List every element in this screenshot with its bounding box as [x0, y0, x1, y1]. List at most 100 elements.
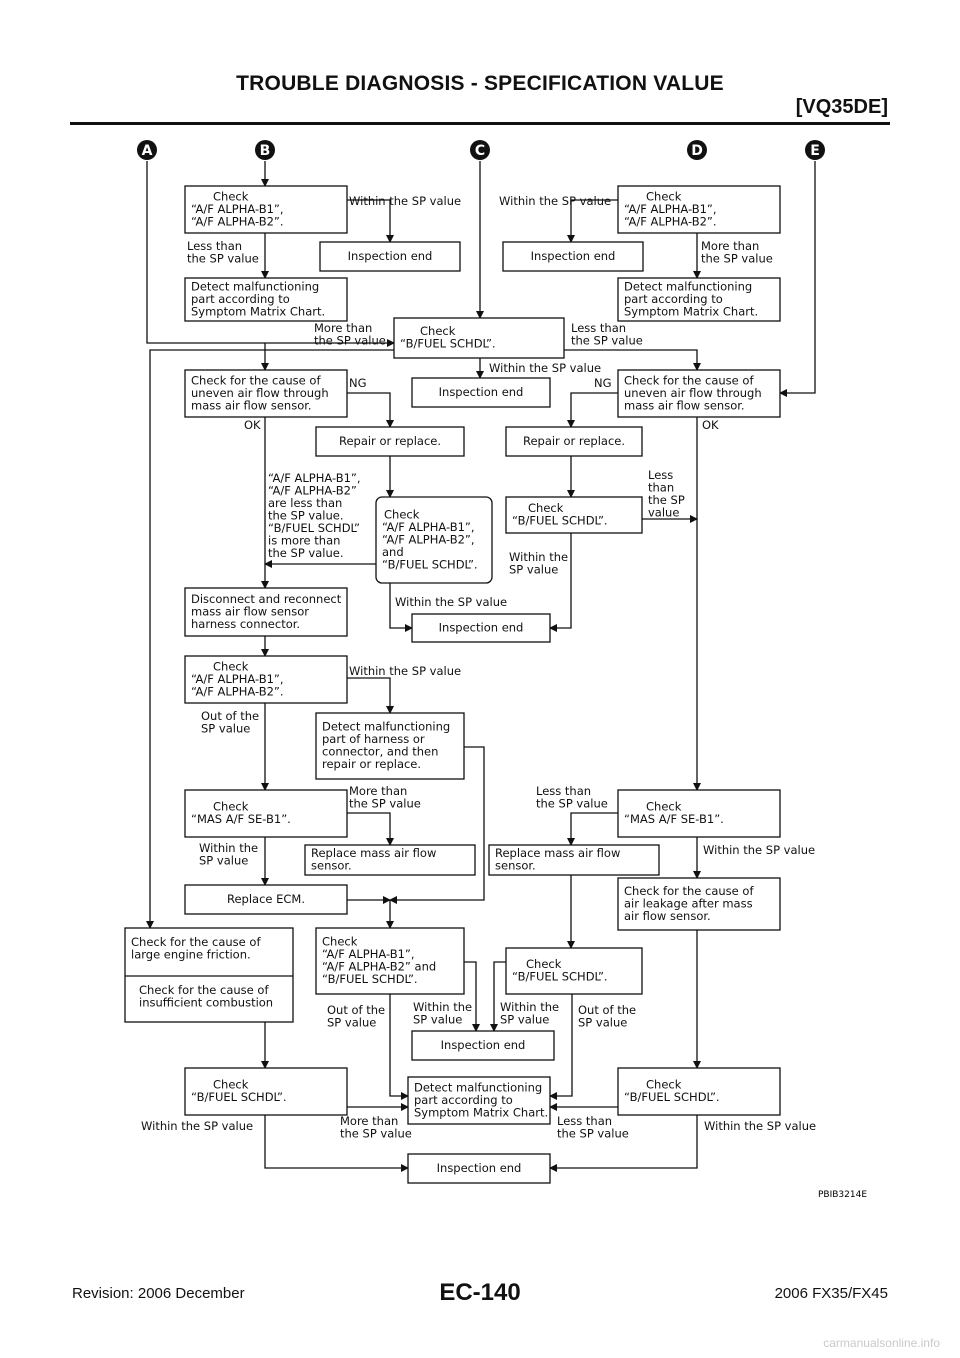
flow-connector-line [779, 161, 816, 397]
flow-connector-line [564, 349, 701, 371]
flow-box-text: Replace ECM. [227, 892, 305, 906]
flow-box-text: Check for the cause of [139, 983, 269, 997]
flow-label-text: Out of the [578, 1003, 636, 1017]
flow-box-text: part according to [414, 1093, 513, 1107]
flow-box-text: Detect malfunctioning [414, 1080, 542, 1094]
flow-connector-line [567, 812, 618, 846]
flow-box-text: uneven air flow through [624, 386, 762, 400]
flow-label-text: SP value [201, 722, 250, 736]
flow-box-text: sensor. [311, 859, 352, 873]
flow-connector-line [464, 961, 480, 1032]
flow-box-text: “MAS A/F SE-B1”. [624, 812, 724, 826]
flow-label-l9: NG [594, 376, 612, 390]
flow-box-text: Check for the cause of [624, 884, 754, 898]
flow-label-text: the SP value. [268, 509, 344, 523]
flow-label-text: than [648, 481, 674, 495]
flow-label-l10: OK [244, 418, 261, 432]
flow-box-text: Inspection end [441, 1038, 526, 1052]
flow-box-text: part according to [624, 292, 723, 306]
flow-box-text: Inspection end [439, 385, 524, 399]
flow-label-l7: Within the SP value [489, 361, 601, 375]
flow-box-text: “MAS A/F SE-B1”. [191, 812, 291, 826]
flow-label-text: Out of the [327, 1003, 385, 1017]
flow-label-text: Within the [413, 1000, 472, 1014]
flow-label-text: Within the [199, 841, 258, 855]
flow-box-text: Check [526, 957, 562, 971]
flow-label-text: Within the SP value [489, 361, 601, 375]
engine-code: [VQ35DE] [795, 96, 888, 118]
flow-box-text: Detect malfunctioning [191, 279, 319, 293]
watermark: carmanualsonline.info [823, 1336, 940, 1350]
flow-label-text: “B/FUEL SCHDL” [268, 521, 360, 535]
flow-label-text: More than [349, 784, 407, 798]
flow-box-b2: Inspection end [319, 241, 461, 272]
flow-box-text: Symptom Matrix Chart. [414, 1105, 548, 1119]
flow-connector-line [549, 533, 572, 632]
flow-box-text: “A/F ALPHA-B1”, [382, 520, 475, 534]
header-rule [70, 122, 890, 125]
flow-label-text: OK [244, 418, 261, 432]
flow-connector-line [490, 961, 506, 1032]
flow-box-b31: Check“B/FUEL SCHDL”. [617, 1067, 781, 1116]
flow-label-text: the SP value [701, 252, 773, 266]
flow-box-text: Check [213, 1078, 249, 1092]
flow-label-l3: Within the SP value [499, 194, 611, 208]
flow-box-b7: Check“B/FUEL SCHDL”. [393, 317, 565, 359]
flow-connector-line [264, 1115, 409, 1172]
flow-label-text: Within the SP value [395, 595, 507, 609]
flow-box-text: Symptom Matrix Chart. [624, 304, 758, 318]
connector-c: C [470, 140, 490, 160]
flow-box-text: and [382, 545, 404, 559]
flow-box-text: “A/F ALPHA-B2” and [322, 960, 436, 974]
connector-d: D [687, 140, 707, 160]
flow-box-text: part according to [191, 292, 290, 306]
flow-label-text: Within the [500, 1000, 559, 1014]
flow-box-text: Inspection end [531, 249, 616, 263]
flow-label-l29: Within the SP value [704, 1119, 816, 1133]
flow-connector-line [389, 994, 409, 1100]
flow-connector-line [389, 583, 413, 632]
flow-box-text: connector, and then [322, 745, 438, 759]
flow-box-text: Replace mass air flow [495, 846, 620, 860]
flow-box-text: sensor. [495, 859, 536, 873]
flow-label-text: More than [340, 1114, 398, 1128]
flow-label-text: NG [594, 376, 612, 390]
flow-label-text: SP value [413, 1013, 462, 1027]
flow-label-text: the SP value [349, 797, 421, 811]
flow-label-text: Within the [509, 550, 568, 564]
flow-connector-line [549, 1115, 698, 1172]
flow-label-text: the SP value. [268, 546, 344, 560]
flow-box-text: Detect malfunctioning [322, 720, 450, 734]
flow-box-b5: Inspection end [502, 241, 644, 272]
flow-label-text: value [648, 506, 679, 520]
connector-e: E [805, 140, 825, 160]
flow-box-text: Repair or replace. [523, 434, 625, 448]
footer-revision: Revision: 2006 December [72, 1285, 245, 1302]
flow-label-text: Within the SP value [349, 664, 461, 678]
flow-label-text: Within the SP value [703, 843, 815, 857]
connector-letter: E [810, 143, 820, 159]
flow-box-text: Check [322, 935, 358, 949]
flow-label-l15: Within the SP value [395, 595, 507, 609]
page-title: TROUBLE DIAGNOSIS - SPECIFICATION VALUE [236, 72, 724, 95]
flow-box-text: harness connector. [191, 617, 300, 631]
flow-box-text: Check for the cause of [624, 373, 754, 387]
flow-box-text: insufficient combustion [139, 996, 273, 1010]
flow-connector-line [347, 199, 394, 243]
flow-box-text: “A/F ALPHA-B1”, [191, 672, 284, 686]
flow-box-b32: Inspection end [407, 1153, 551, 1184]
flow-box-text: part of harness or [322, 732, 425, 746]
flow-box-text: Repair or replace. [339, 434, 441, 448]
flow-label-text: Within the SP value [704, 1119, 816, 1133]
